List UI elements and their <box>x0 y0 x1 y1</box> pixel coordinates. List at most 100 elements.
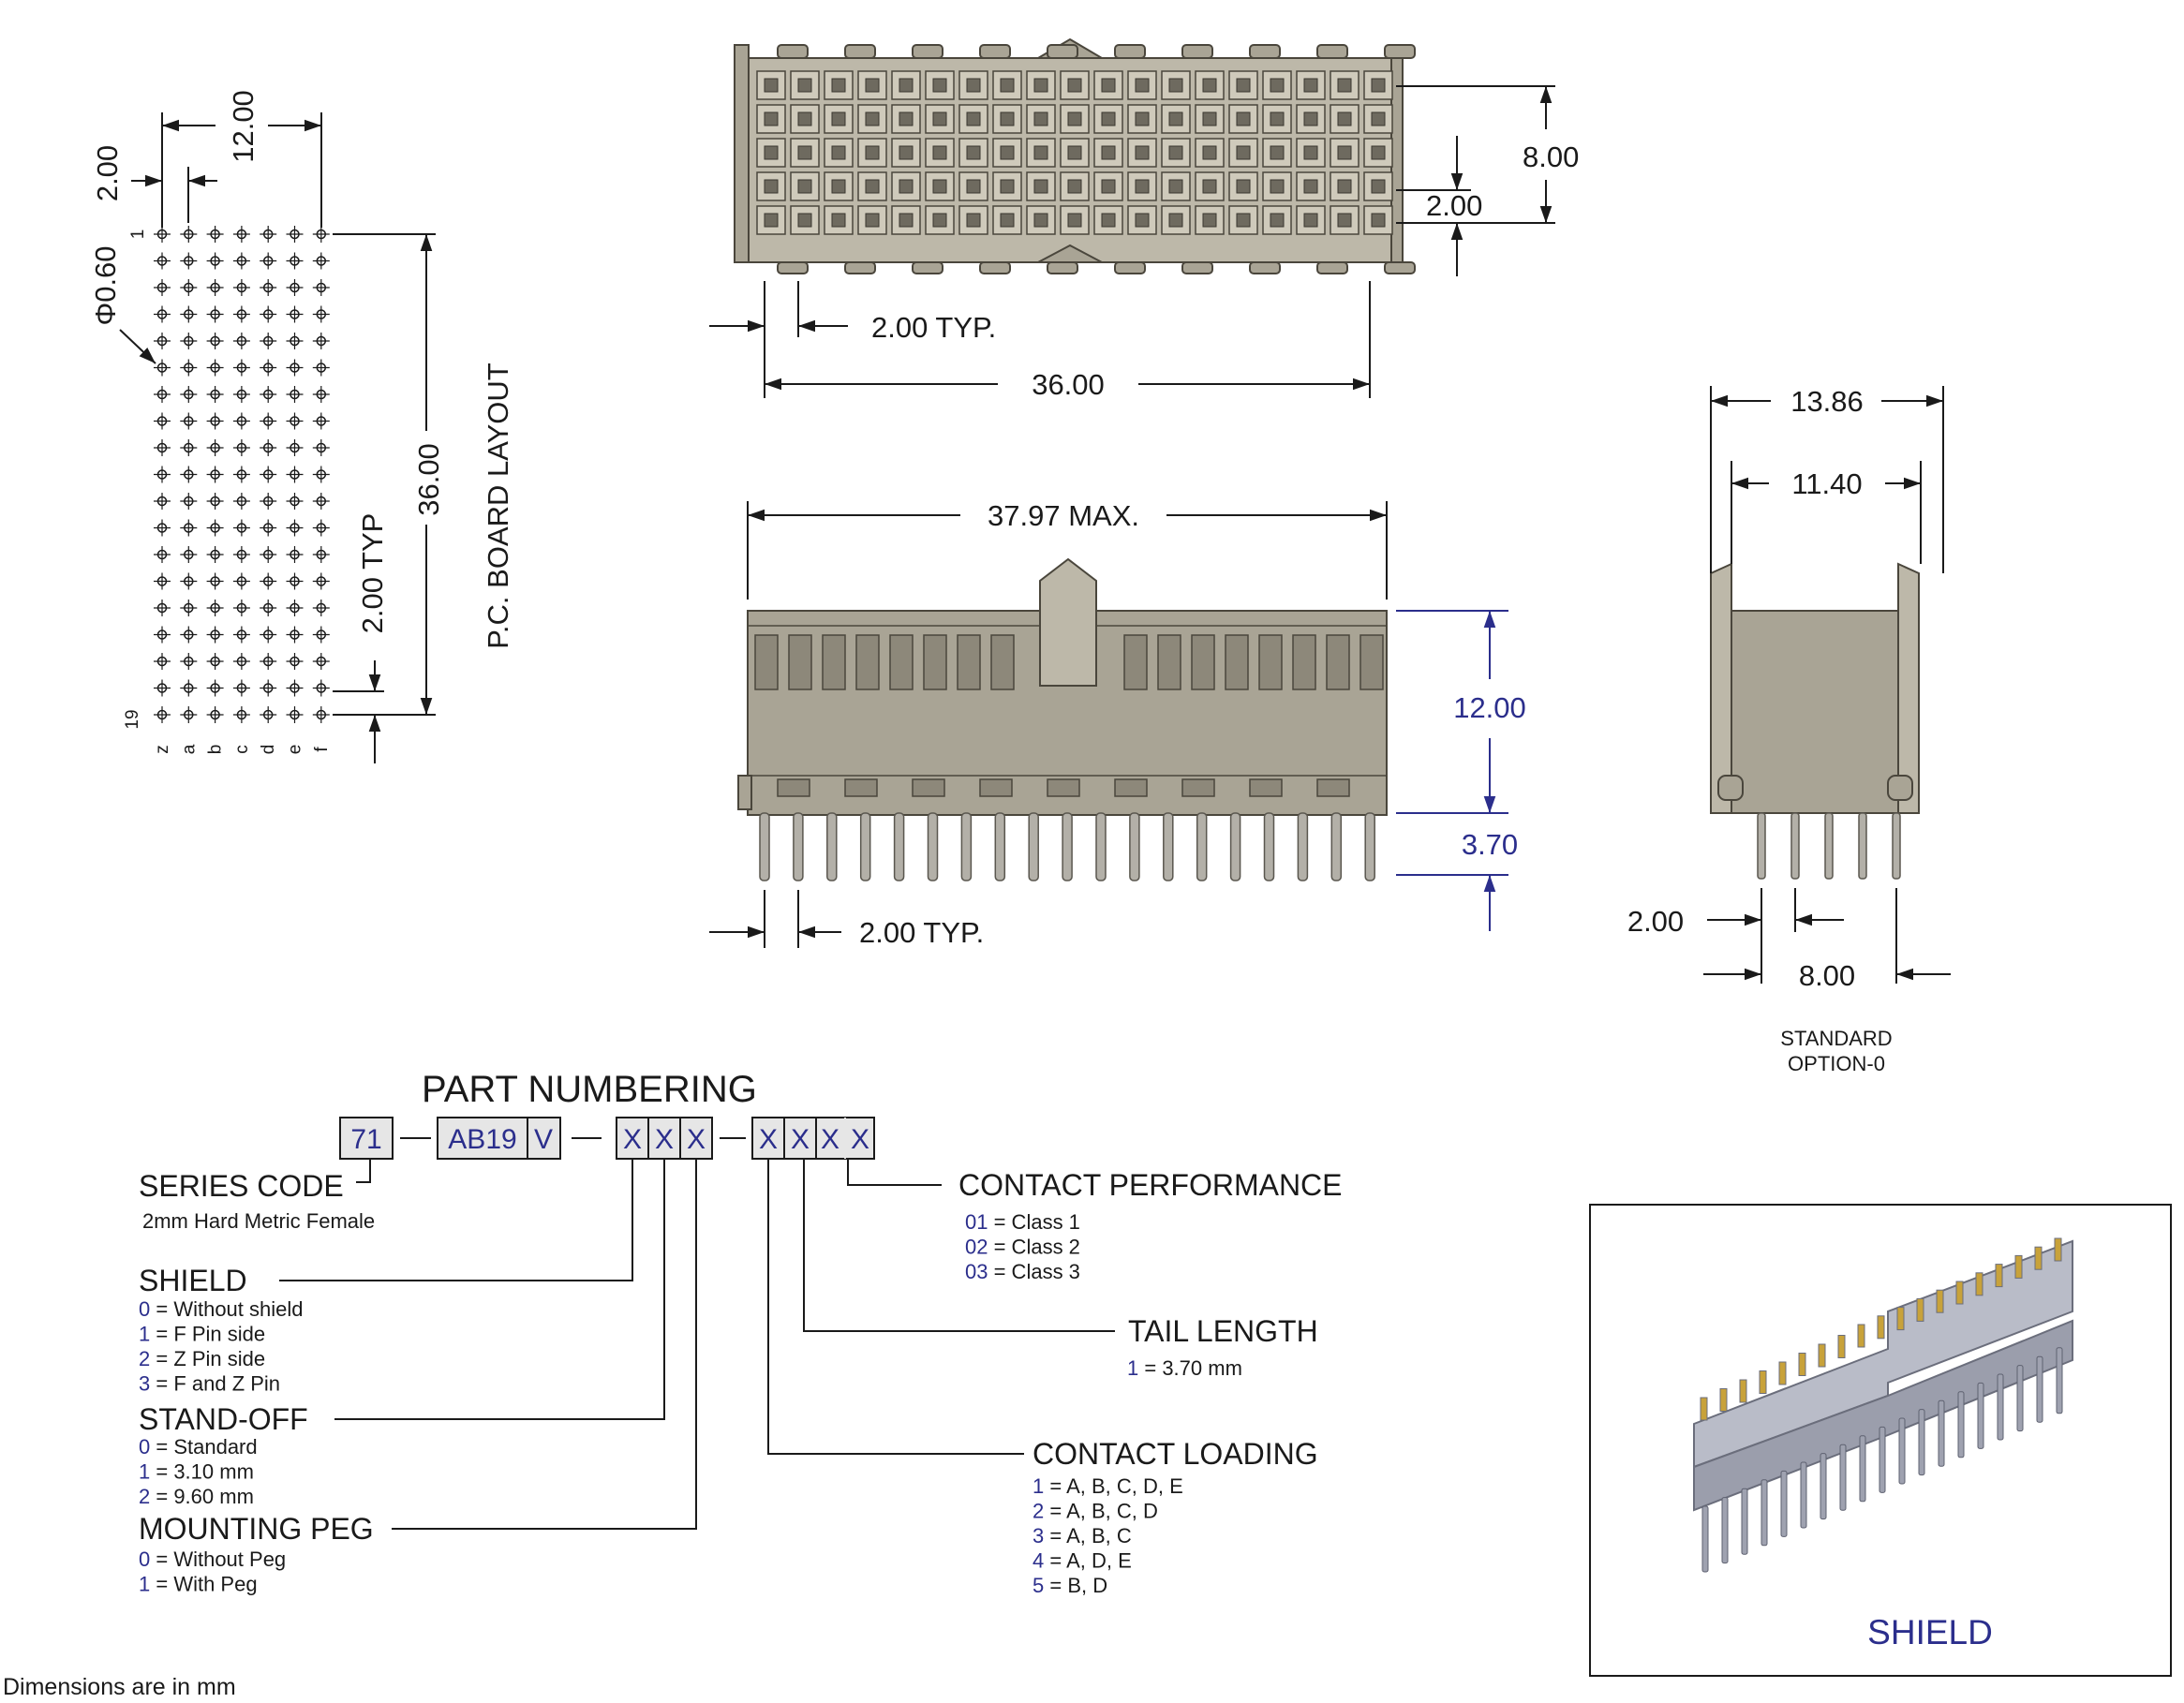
pcb-hole <box>232 466 250 483</box>
pcb-hole <box>206 333 224 349</box>
pcb-hole <box>260 626 277 644</box>
contact-cavity <box>1161 138 1191 168</box>
pcb-hole <box>286 626 304 644</box>
pcb-hole <box>206 706 224 723</box>
contact-loading-option-code: 1 <box>1033 1474 1044 1498</box>
contact-cavity <box>857 171 887 201</box>
pcb-column-label: f <box>312 747 332 752</box>
front-pad <box>1316 778 1350 797</box>
pcb-hole <box>260 226 277 243</box>
top-dim-pitch-typ: 2.00 TYP. <box>871 311 996 344</box>
pcb-hole <box>286 305 304 323</box>
pcb-hole <box>206 412 224 430</box>
shield-tab <box>1936 1289 1944 1313</box>
pcb-hole <box>232 279 250 296</box>
pcb-hole <box>206 226 224 243</box>
standoff-heading: STAND-OFF <box>139 1402 308 1436</box>
contact-cavity <box>992 138 1022 168</box>
shield-tab <box>1916 1297 1924 1322</box>
contact-performance-option: 01 = Class 1 <box>965 1210 1080 1234</box>
box-standoff: X <box>655 1124 674 1155</box>
pcb-hole <box>154 519 171 537</box>
pcb-hole <box>286 546 304 563</box>
tail-pin <box>927 812 939 881</box>
shield-tab <box>1739 1379 1747 1403</box>
pcb-hole <box>260 493 277 510</box>
shield-tab <box>1719 1388 1728 1412</box>
pcb-hole <box>154 412 171 430</box>
top-dim-row-pitch: 2.00 <box>1426 189 1482 222</box>
contact-cavity <box>756 138 786 168</box>
contact-cavity <box>925 104 955 134</box>
contact-cavity <box>1330 205 1359 235</box>
front-pad <box>979 778 1013 797</box>
pcb-hole <box>206 626 224 644</box>
pcb-hole <box>206 546 224 563</box>
pcb-hole <box>286 359 304 377</box>
front-slot <box>1225 634 1249 690</box>
box-perf-1: X <box>821 1124 839 1155</box>
contact-cavity <box>1262 104 1292 134</box>
pcb-hole <box>312 653 330 670</box>
pcb-hole <box>286 706 304 723</box>
contact-cavity <box>958 70 988 100</box>
shield-heading: SHIELD <box>139 1264 247 1297</box>
pcb-hole <box>154 546 171 563</box>
tail-length-option: 1 = 3.70 mm <box>1127 1356 1242 1380</box>
bottom-latch <box>1384 261 1416 274</box>
contact-cavity <box>1363 104 1393 134</box>
shield-pin <box>2056 1347 2063 1414</box>
contact-cavity <box>891 205 921 235</box>
pcb-hole <box>154 653 171 670</box>
shield-pin <box>1741 1488 1748 1555</box>
pcb-hole <box>154 386 171 403</box>
standoff-option-text: = 3.10 mm <box>150 1460 254 1484</box>
front-pad <box>1249 778 1283 797</box>
shield-pin <box>1977 1382 1984 1449</box>
pcb-hole <box>232 493 250 510</box>
pcb-hole <box>286 279 304 296</box>
tail-length-option-code: 1 <box>1127 1356 1138 1380</box>
pcb-hole <box>232 572 250 590</box>
contact-cavity <box>1026 205 1056 235</box>
shield-pin <box>1820 1453 1827 1520</box>
pcb-hole <box>154 439 171 456</box>
pcb-hole <box>286 519 304 537</box>
pcb-hole <box>312 626 330 644</box>
part-numbering: PART NUMBERING 71 AB19 V X X X X X X X S… <box>139 1069 1343 1597</box>
pcb-hole <box>206 653 224 670</box>
pcb-column-label: a <box>179 744 199 754</box>
pcb-hole <box>312 546 330 563</box>
contact-cavity <box>1127 205 1157 235</box>
contact-cavity <box>1060 171 1090 201</box>
front-view: 37.97 MAX. 12.00 3.70 2.00 TYP. <box>709 499 1526 949</box>
contact-cavity <box>756 171 786 201</box>
pcb-hole <box>180 252 198 270</box>
pcb-hole <box>232 333 250 349</box>
front-dim-height: 12.00 <box>1453 691 1526 724</box>
side-pin <box>1790 812 1800 880</box>
pcb-hole <box>312 412 330 430</box>
bottom-latch <box>912 261 943 274</box>
pcb-hole <box>312 386 330 403</box>
front-slot <box>754 634 779 690</box>
shield-pin <box>1780 1470 1788 1537</box>
contact-cavity <box>992 171 1022 201</box>
standoff-option-code: 1 <box>139 1460 150 1484</box>
contact-loading-option-code: 2 <box>1033 1500 1044 1523</box>
shield-option-code: 3 <box>139 1372 150 1396</box>
contact-cavity <box>1195 70 1225 100</box>
part-numbering-title: PART NUMBERING <box>422 1069 757 1110</box>
tail-length-options: 1 = 3.70 mm <box>1127 1356 1242 1380</box>
top-dim-height: 8.00 <box>1523 141 1579 173</box>
contact-cavity <box>1127 171 1157 201</box>
front-slot <box>957 634 981 690</box>
pcb-hole <box>286 600 304 616</box>
tail-pin <box>1095 812 1107 881</box>
top-latch <box>1047 44 1078 59</box>
pcb-hole <box>312 439 330 456</box>
pcb-hole <box>232 653 250 670</box>
